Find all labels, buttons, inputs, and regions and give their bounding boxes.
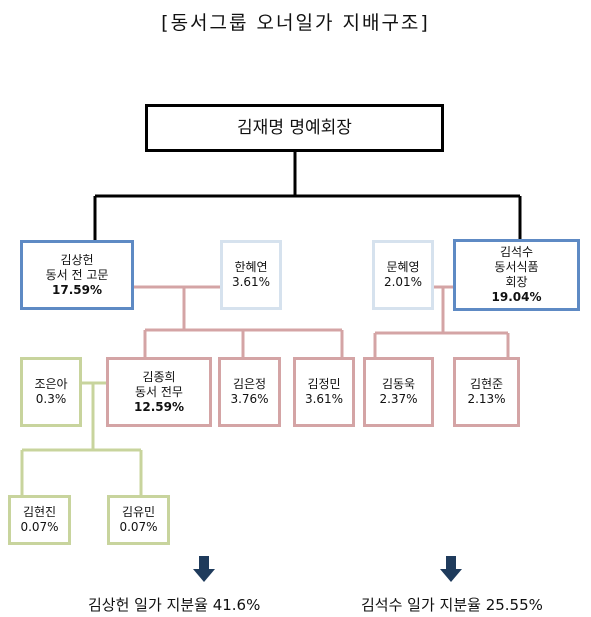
node-name: 김종희 xyxy=(142,369,176,384)
node-share: 0.3% xyxy=(35,392,67,406)
node-share: 0.07% xyxy=(20,520,59,534)
node-name: 김동욱 xyxy=(381,377,416,391)
node-share: 0.07% xyxy=(119,520,158,534)
node-kim-seoksu: 김석수 동서식품 회장 19.04% xyxy=(453,239,580,311)
node-kim-donguk: 김동욱 2.37% xyxy=(363,357,434,427)
node-kim-sanghun: 김상헌 동서 전 고문 17.59% xyxy=(20,240,134,310)
down-arrow-icon xyxy=(193,556,215,582)
node-role: 동서 전 고문 xyxy=(45,267,109,282)
node-share: 2.01% xyxy=(383,275,423,289)
node-name: 한혜연 xyxy=(234,260,268,274)
node-name: 김현준 xyxy=(469,377,504,391)
node-share: 19.04% xyxy=(491,290,542,304)
node-share: 2.13% xyxy=(467,392,506,406)
node-mun-hyeyeong: 문혜영 2.01% xyxy=(372,240,434,310)
node-kim-hyeonjun: 김현준 2.13% xyxy=(453,357,520,427)
summary-left: 김상헌 일가 지분율 41.6% xyxy=(88,596,261,614)
root-connectors xyxy=(93,150,522,240)
node-role: 동서 전무 xyxy=(135,384,183,399)
node-kim-jonghui: 김종희 동서 전무 12.59% xyxy=(106,357,212,427)
node-share: 12.59% xyxy=(134,399,184,414)
node-name: 김현진 xyxy=(22,505,57,519)
grandchild-connectors xyxy=(20,381,143,495)
node-jo-euna: 조은아 0.3% xyxy=(20,357,82,427)
node-han-hyeyeon: 한혜연 3.61% xyxy=(220,240,282,310)
family-connectors xyxy=(133,285,510,358)
node-role-line2: 회장 xyxy=(505,275,528,289)
node-name: 문혜영 xyxy=(386,260,420,274)
node-name: 김석수 xyxy=(499,245,534,259)
node-kim-yumin: 김유민 0.07% xyxy=(107,495,170,545)
node-name: 조은아 xyxy=(34,377,68,391)
node-name: 김상헌 xyxy=(60,252,94,267)
node-share: 3.61% xyxy=(304,392,344,406)
node-name: 김정민 xyxy=(307,377,341,391)
root-node-name: 김재명 명예회장 xyxy=(237,117,352,138)
page-title: [동서그룹 오너일가 지배구조] xyxy=(161,12,430,34)
node-share: 2.37% xyxy=(379,392,418,406)
node-share: 3.61% xyxy=(231,275,271,289)
summary-right: 김석수 일가 지분율 25.55% xyxy=(361,596,543,614)
node-role: 동서식품 xyxy=(494,260,539,274)
root-node-box: 김재명 명예회장 xyxy=(145,104,444,152)
node-kim-hyeonjin: 김현진 0.07% xyxy=(8,495,71,545)
node-name: 김유민 xyxy=(121,505,156,519)
node-kim-eunjeong: 김은정 3.76% xyxy=(218,357,281,427)
node-share: 3.76% xyxy=(230,392,269,406)
node-name: 김은정 xyxy=(232,377,267,391)
node-kim-jeongmin: 김정민 3.61% xyxy=(293,357,355,427)
node-share: 17.59% xyxy=(52,282,102,297)
down-arrow-icon xyxy=(440,556,462,582)
